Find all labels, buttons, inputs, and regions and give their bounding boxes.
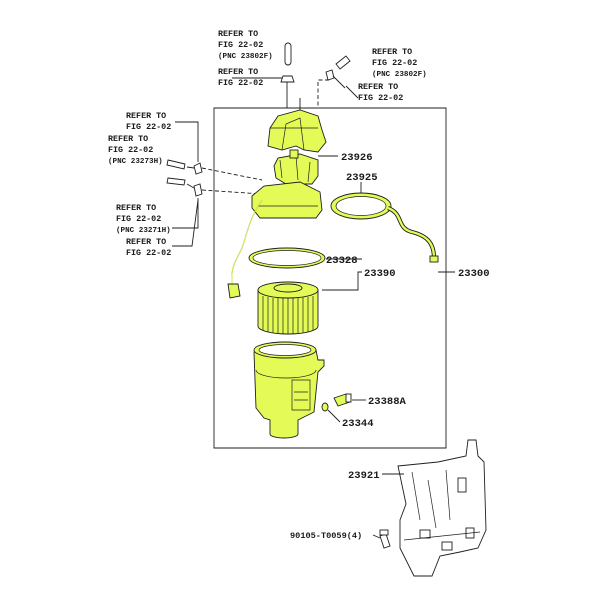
label-23921: 23921: [348, 470, 380, 482]
filter-element-23390: [257, 281, 319, 335]
note3-line1: REFER TO: [372, 47, 412, 57]
note4-line1: REFER TO: [358, 82, 398, 92]
note6-line3: (PNC 23273H): [108, 158, 163, 166]
filter-case: [253, 341, 325, 439]
hose-stub-left-upper: [166, 159, 203, 175]
ref-lead-a: [201, 167, 263, 181]
note4-line2: FIG 22-02: [358, 93, 403, 103]
note8-line1: REFER TO: [126, 237, 166, 247]
note1-line2: FIG 22-02: [218, 40, 263, 50]
leader-note5: [175, 121, 199, 162]
label-23390: 23390: [364, 268, 396, 280]
wire-harness: [227, 199, 263, 299]
label-23328: 23328: [326, 255, 358, 267]
label-23388a: 23388A: [368, 396, 407, 408]
note1-line3: (PNC 23802F): [218, 53, 273, 61]
note6-line2: FIG 22-02: [108, 145, 153, 155]
hose-stub-top-right: [335, 55, 351, 70]
note6-line1: REFER TO: [108, 134, 148, 144]
assembly-frame: [213, 107, 447, 449]
note3-line2: FIG 22-02: [372, 58, 417, 68]
label-90105: 90105-T0059(4): [290, 531, 362, 541]
label-23344: 23344: [342, 418, 374, 430]
label-23300: 23300: [458, 268, 490, 280]
plug-23388a: [333, 393, 352, 407]
clip-top-left: [280, 75, 295, 108]
note7-line3: (PNC 23271H): [116, 227, 171, 235]
bolt-90105: [379, 529, 391, 549]
label-23926: 23926: [341, 152, 373, 164]
gasket-23925: [330, 192, 392, 220]
note7-line1: REFER TO: [116, 203, 156, 213]
note7-line2: FIG 22-02: [116, 214, 161, 224]
hose-stub-top: [284, 42, 292, 66]
leader-23390: [322, 271, 362, 291]
ref-lead-b: [201, 189, 263, 195]
note5-line2: FIG 22-02: [126, 122, 171, 132]
oring-23328: [248, 247, 326, 269]
leader-note8: [172, 199, 199, 247]
note5-line1: REFER TO: [126, 111, 166, 121]
bracket-23921: [397, 439, 487, 577]
hose-stub-left-lower: [166, 177, 203, 197]
leader-23344: [327, 409, 341, 423]
note8-line2: FIG 22-02: [126, 248, 171, 258]
leader-note4: [345, 85, 359, 99]
label-23925: 23925: [346, 172, 378, 184]
note1-line1: REFER TO: [218, 29, 258, 39]
cover-23926: [267, 98, 327, 153]
clip-top-right: [317, 69, 346, 108]
note2-line2: FIG 22-02: [218, 78, 263, 88]
leader-90105: [372, 534, 381, 539]
note2-line1: REFER TO: [218, 67, 258, 77]
note3-line3: (PNC 23802F): [372, 71, 427, 79]
pump-head: [251, 149, 323, 219]
ring-23344: [321, 402, 329, 412]
leader-note7: [172, 198, 199, 229]
hose-23300: [387, 206, 439, 263]
